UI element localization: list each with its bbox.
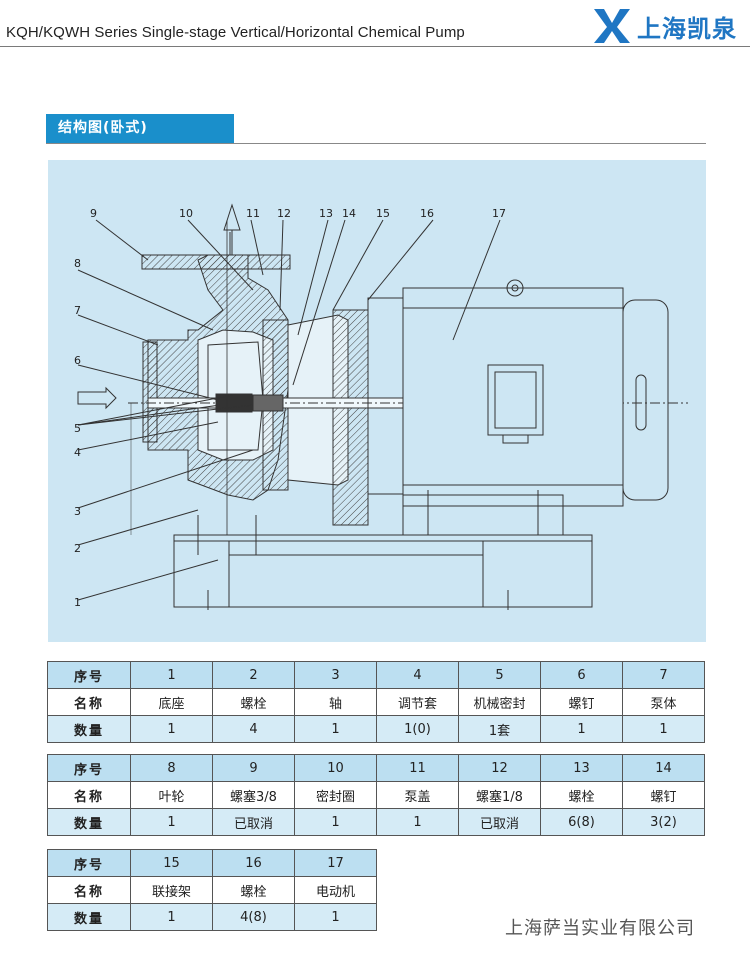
table-cell: 螺钉 xyxy=(540,688,623,716)
table-cell: 10 xyxy=(294,754,377,782)
table-header-cell: 数量 xyxy=(47,715,131,743)
kaiquan-logo-icon xyxy=(590,5,750,47)
table-cell: 电动机 xyxy=(294,876,377,904)
callout-4: 4 xyxy=(74,446,81,459)
callout-12: 12 xyxy=(277,207,291,220)
table-cell: 1套 xyxy=(458,715,541,743)
document-header-title: KQH/KQWH Series Single-stage Vertical/Ho… xyxy=(6,24,465,41)
table-cell: 16 xyxy=(212,849,295,877)
table-cell: 6 xyxy=(540,661,623,689)
pump-structure-diagram: 9 10 11 12 13 14 15 16 17 8 7 6 5 4 3 2 … xyxy=(48,160,706,642)
table-cell: 11 xyxy=(376,754,459,782)
table-cell: 叶轮 xyxy=(130,781,213,809)
table-cell: 已取消 xyxy=(458,808,541,836)
table-cell: 螺栓 xyxy=(540,781,623,809)
table-cell: 14 xyxy=(622,754,705,782)
table-header-cell: 数量 xyxy=(47,903,131,931)
table-header-cell: 序号 xyxy=(47,754,131,782)
table-cell: 13 xyxy=(540,754,623,782)
callout-1: 1 xyxy=(74,596,81,609)
table-cell: 联接架 xyxy=(130,876,213,904)
callout-7: 7 xyxy=(74,304,81,317)
table-cell: 1 xyxy=(294,808,377,836)
table-header-cell: 数量 xyxy=(47,808,131,836)
table-cell: 6(8) xyxy=(540,808,623,836)
table-header-cell: 名称 xyxy=(47,876,131,904)
table-cell: 已取消 xyxy=(212,808,295,836)
table-cell: 7 xyxy=(622,661,705,689)
table-cell: 密封圈 xyxy=(294,781,377,809)
table-cell: 4 xyxy=(212,715,295,743)
table-cell: 1 xyxy=(540,715,623,743)
table-cell: 1 xyxy=(130,903,213,931)
callout-14: 14 xyxy=(342,207,356,220)
callout-16: 16 xyxy=(420,207,434,220)
table-cell: 1 xyxy=(376,808,459,836)
table-cell: 轴 xyxy=(294,688,377,716)
table-cell: 泵盖 xyxy=(376,781,459,809)
table-cell: 1 xyxy=(294,715,377,743)
table-cell: 9 xyxy=(212,754,295,782)
callout-5: 5 xyxy=(74,422,81,435)
table-cell: 1 xyxy=(294,903,377,931)
table-cell: 螺钉 xyxy=(622,781,705,809)
table-cell: 泵体 xyxy=(622,688,705,716)
table-cell: 2 xyxy=(212,661,295,689)
table-cell: 17 xyxy=(294,849,377,877)
callout-2: 2 xyxy=(74,542,81,555)
callout-17: 17 xyxy=(492,207,506,220)
table-cell: 调节套 xyxy=(376,688,459,716)
table-header-cell: 名称 xyxy=(47,688,131,716)
callout-10: 10 xyxy=(179,207,193,220)
table-cell: 1 xyxy=(130,661,213,689)
table-cell: 3 xyxy=(294,661,377,689)
table-cell: 螺塞3/8 xyxy=(212,781,295,809)
parts-table-2: 序号 8 9 10 11 12 13 14 名称 叶轮 螺塞3/8 密封圈 泵盖… xyxy=(47,754,705,836)
table-cell: 底座 xyxy=(130,688,213,716)
table-header-cell: 序号 xyxy=(47,849,131,877)
pump-cross-section-drawing: 9 10 11 12 13 14 15 16 17 8 7 6 5 4 3 2 … xyxy=(74,203,688,610)
table-cell: 12 xyxy=(458,754,541,782)
table-header-cell: 序号 xyxy=(47,661,131,689)
parts-table-3: 序号 15 16 17 名称 联接架 螺栓 电动机 数量 1 4(8) 1 xyxy=(47,849,377,931)
section-title: 结构图(卧式) xyxy=(46,114,234,143)
table-cell: 1(0) xyxy=(376,715,459,743)
table-cell: 螺塞1/8 xyxy=(458,781,541,809)
table-cell: 螺栓 xyxy=(212,876,295,904)
table-cell: 8 xyxy=(130,754,213,782)
header-divider xyxy=(0,46,750,47)
parts-table-1: 序号 1 2 3 4 5 6 7 名称 底座 螺栓 轴 调节套 机械密封 螺钉 … xyxy=(47,661,705,743)
callout-3: 3 xyxy=(74,505,81,518)
table-cell: 1 xyxy=(622,715,705,743)
table-cell: 螺栓 xyxy=(212,688,295,716)
logo-text: 上海凯泉 xyxy=(637,15,737,43)
callout-15: 15 xyxy=(376,207,390,220)
section-divider xyxy=(46,143,706,144)
table-cell: 5 xyxy=(458,661,541,689)
callout-13: 13 xyxy=(319,207,333,220)
table-header-cell: 名称 xyxy=(47,781,131,809)
callout-8: 8 xyxy=(74,257,81,270)
table-cell: 1 xyxy=(130,808,213,836)
callout-6: 6 xyxy=(74,354,81,367)
table-cell: 4 xyxy=(376,661,459,689)
callout-11: 11 xyxy=(246,207,260,220)
footer-company-name: 上海萨当实业有限公司 xyxy=(505,918,695,939)
table-cell: 3(2) xyxy=(622,808,705,836)
table-cell: 15 xyxy=(130,849,213,877)
table-cell: 1 xyxy=(130,715,213,743)
callout-9: 9 xyxy=(90,207,97,220)
table-cell: 机械密封 xyxy=(458,688,541,716)
table-cell: 4(8) xyxy=(212,903,295,931)
